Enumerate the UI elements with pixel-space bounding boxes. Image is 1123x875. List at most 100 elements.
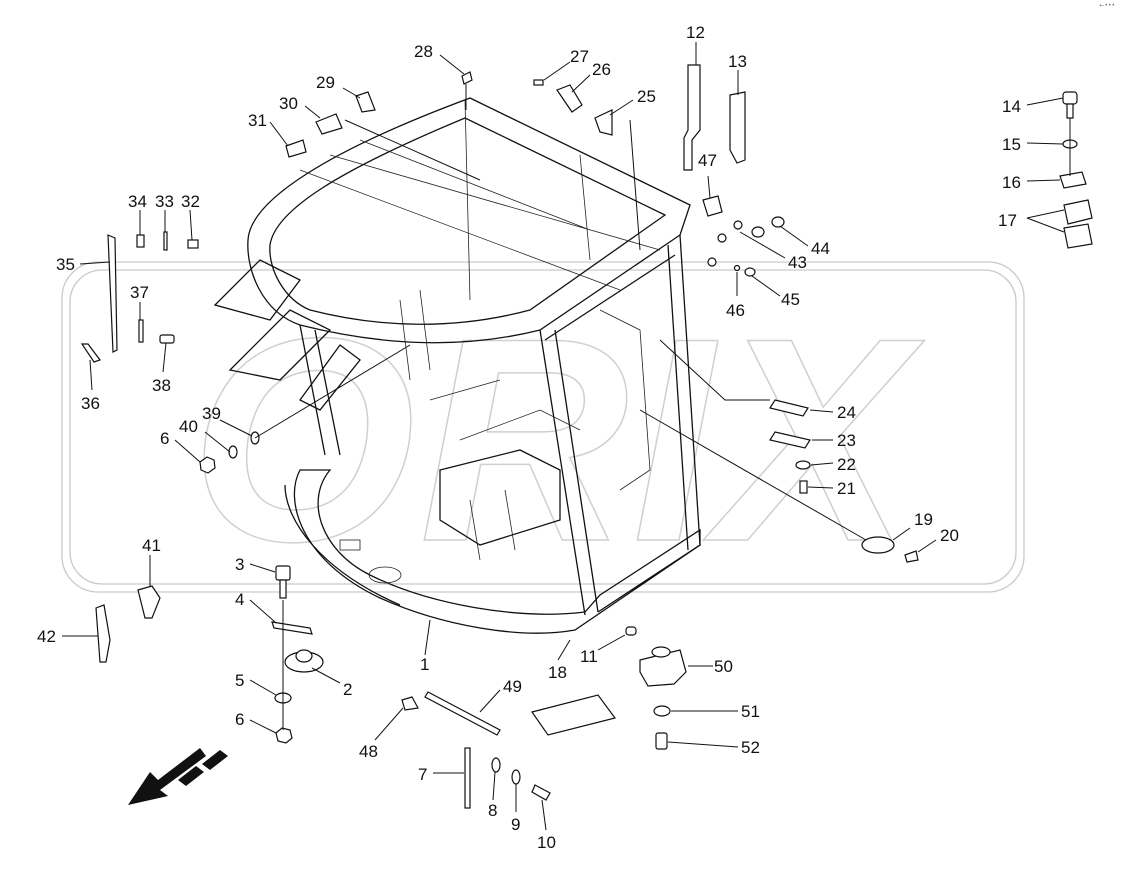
part-6-nut-upper	[199, 456, 216, 474]
left-gusset	[299, 344, 361, 411]
part-42-handle	[95, 604, 111, 663]
callout-17: 17	[998, 211, 1017, 230]
callout-48: 48	[359, 742, 378, 761]
floor-cutout	[339, 539, 361, 551]
leader-6b	[174, 439, 201, 463]
watermark-frame-inner	[69, 269, 1017, 585]
callout-25: 25	[637, 87, 656, 106]
leader-31	[269, 121, 289, 147]
cab-frame	[213, 97, 701, 634]
callout-42: 42	[37, 627, 56, 646]
part-28-screw	[461, 71, 473, 85]
leader-17a	[1026, 209, 1065, 219]
callout-26: 26	[592, 60, 611, 79]
callout-4: 4	[235, 590, 244, 609]
part-22-washer	[795, 460, 811, 470]
part-51-washer	[653, 705, 671, 717]
leader-19-frame	[639, 409, 867, 541]
leader-10	[541, 799, 547, 831]
right-front-pillar	[539, 329, 599, 616]
part-3-bolt-shank	[279, 579, 287, 599]
part-29-clip	[355, 91, 376, 113]
leader-36	[89, 359, 93, 391]
part-35-strip	[107, 234, 118, 353]
callout-52: 52	[741, 738, 760, 757]
part-16-plate	[1059, 171, 1087, 189]
part-48-cap	[401, 696, 419, 711]
callout-36: 36	[81, 394, 100, 413]
callout-47: 47	[698, 151, 717, 170]
callout-13: 13	[728, 52, 747, 71]
left-lower-bracket	[228, 309, 332, 381]
leader-39	[219, 419, 253, 437]
callout-37: 37	[130, 283, 149, 302]
floor-channels	[469, 489, 516, 561]
part-21-bolt	[799, 480, 808, 494]
part-2-mount-top	[295, 649, 313, 663]
part-50-mount-top	[651, 646, 671, 658]
part-14-bolt-head	[1062, 91, 1078, 105]
part-4-plate	[271, 621, 313, 635]
callout-38: 38	[152, 376, 171, 395]
callout-32: 32	[181, 192, 200, 211]
part-20-bolt	[904, 550, 919, 563]
callout-22: 22	[837, 455, 856, 474]
part-25-bracket	[594, 109, 613, 136]
leader-22	[810, 462, 834, 466]
callout-43: 43	[788, 253, 807, 272]
leader-19	[892, 527, 911, 541]
callout-19: 19	[914, 510, 933, 529]
leader-43	[739, 231, 786, 259]
leader-6a	[249, 719, 277, 734]
small-parts	[80, 64, 1093, 809]
callout-20: 20	[940, 526, 959, 545]
part-44-washer-b	[751, 226, 765, 238]
leader-28	[439, 54, 465, 75]
part-38-bolt	[159, 334, 175, 344]
callout-33: 33	[155, 192, 174, 211]
leader-15	[1026, 142, 1064, 145]
leader-17b	[1026, 217, 1065, 233]
front-direction-arrow	[128, 748, 228, 805]
callout-24: 24	[837, 403, 856, 422]
leader-26	[571, 74, 591, 93]
part-14-bolt-shank	[1066, 103, 1074, 119]
leader-52	[667, 741, 739, 748]
callout-8: 8	[488, 801, 497, 820]
roof-ring-outer	[247, 97, 691, 344]
callout-40: 40	[179, 417, 198, 436]
part-11-plug	[625, 626, 637, 636]
callout-45: 45	[781, 290, 800, 309]
left-inner-posts	[399, 289, 431, 381]
floor-hole	[368, 566, 402, 584]
leader-29	[342, 87, 361, 99]
roof-ring-inner	[269, 117, 667, 325]
leader-35	[79, 261, 111, 265]
leader-24	[809, 409, 834, 413]
part-47-connector	[702, 195, 723, 217]
leader-5	[249, 679, 277, 696]
leader-27	[543, 61, 571, 81]
part-46-pin	[733, 264, 741, 272]
leader-16	[1026, 179, 1061, 182]
part-44-washer	[771, 216, 785, 228]
part-43-star-washer-b	[717, 233, 727, 243]
roof-posts	[464, 99, 591, 301]
rear-bracket	[599, 309, 651, 491]
callout-34: 34	[128, 192, 147, 211]
direction-arrow-stripes	[178, 750, 228, 786]
part-49-bar	[424, 691, 501, 736]
leader-8	[492, 771, 496, 801]
leader-2	[311, 667, 341, 684]
leader-11	[597, 634, 626, 651]
part-36-clip	[80, 343, 101, 363]
leader-18	[557, 639, 571, 661]
part-18-mat	[531, 694, 617, 736]
direction-arrow-head	[128, 748, 206, 805]
part-37-pin	[138, 319, 144, 343]
callout-6-upper: 6	[160, 429, 169, 448]
callout-14: 14	[1002, 97, 1021, 116]
part-40-washer	[228, 445, 238, 459]
callout-1: 1	[420, 655, 429, 674]
part-26-bracket	[556, 84, 583, 113]
